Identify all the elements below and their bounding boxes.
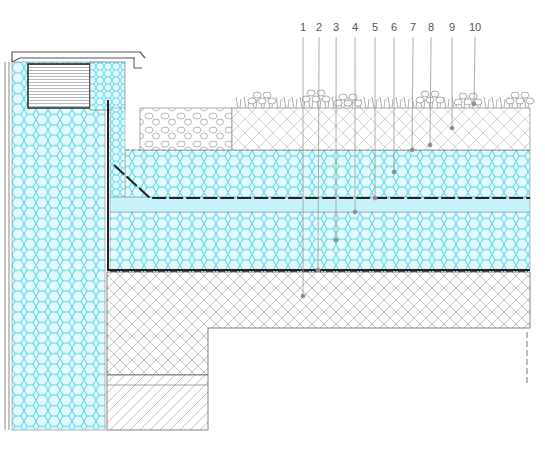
leader-dot [472, 102, 476, 106]
grass-stroke [404, 97, 409, 108]
callout-number: 9 [449, 22, 455, 33]
plant-leaf [334, 100, 342, 106]
grass-stroke [396, 97, 401, 108]
plant-leaf [426, 97, 434, 103]
plant-leaf [421, 91, 429, 97]
plant-leaf [317, 90, 325, 96]
grass-stroke [284, 97, 289, 108]
leader-dot [392, 170, 396, 174]
callout-number: 8 [428, 22, 434, 33]
plant-leaf [526, 98, 534, 104]
leader-dot [353, 210, 357, 214]
leader-line [355, 37, 356, 212]
plant-leaf [436, 97, 444, 103]
grass-stroke [500, 97, 505, 108]
grass-stroke [236, 97, 241, 108]
callout-number: 1 [300, 22, 306, 33]
plant-leaf [506, 98, 514, 104]
leader-dot [410, 148, 414, 152]
callout-number: 6 [391, 22, 397, 33]
plant-leaf [459, 93, 467, 99]
grass-stroke [292, 97, 297, 108]
leader-line [318, 37, 319, 270]
plant-leaf [521, 92, 529, 98]
callout-number: 7 [410, 22, 416, 33]
callout-number: 2 [316, 22, 322, 33]
leader-line [412, 37, 413, 150]
plant-leaf [416, 97, 424, 103]
grass-stroke [372, 97, 377, 108]
plant-leaf [322, 96, 330, 102]
plant-leaf [349, 94, 357, 100]
plant-leaf [464, 99, 472, 105]
plant-leaf [339, 94, 347, 100]
grass-stroke [444, 97, 449, 108]
plant-leaf [263, 92, 271, 98]
leader-line [452, 37, 453, 128]
leader-line [474, 37, 475, 104]
grass-stroke [388, 97, 393, 108]
grass-stroke [276, 97, 281, 108]
plant-leaf [511, 92, 519, 98]
plant-leaf [253, 92, 261, 98]
plant-leaf [268, 98, 276, 104]
callout-number: 3 [333, 22, 339, 33]
grass-stroke [492, 97, 497, 108]
plant-leaf [258, 98, 266, 104]
leader-line [394, 37, 395, 172]
plant-leaf [454, 99, 462, 105]
plant-leaf [344, 100, 352, 106]
plant-leaf [248, 98, 256, 104]
grass-stroke [484, 97, 489, 108]
plant-leaf [516, 98, 524, 104]
leader-line [430, 37, 431, 145]
leader-dot [316, 268, 320, 272]
plant-leaf [469, 93, 477, 99]
plant-leaf [431, 91, 439, 97]
leader-dot [373, 196, 377, 200]
grass-stroke [380, 97, 385, 108]
callout-number: 5 [372, 22, 378, 33]
leader-dot [301, 294, 305, 298]
leader-dot [334, 238, 338, 242]
leader-dot [428, 143, 432, 147]
leader-dot [450, 126, 454, 130]
grass-stroke [364, 97, 369, 108]
callout-number: 10 [469, 22, 481, 33]
callout-number: 4 [352, 22, 358, 33]
leader-line [336, 37, 337, 240]
leader-line [303, 37, 304, 296]
plant-leaf [307, 90, 315, 96]
leader-line [375, 37, 376, 198]
